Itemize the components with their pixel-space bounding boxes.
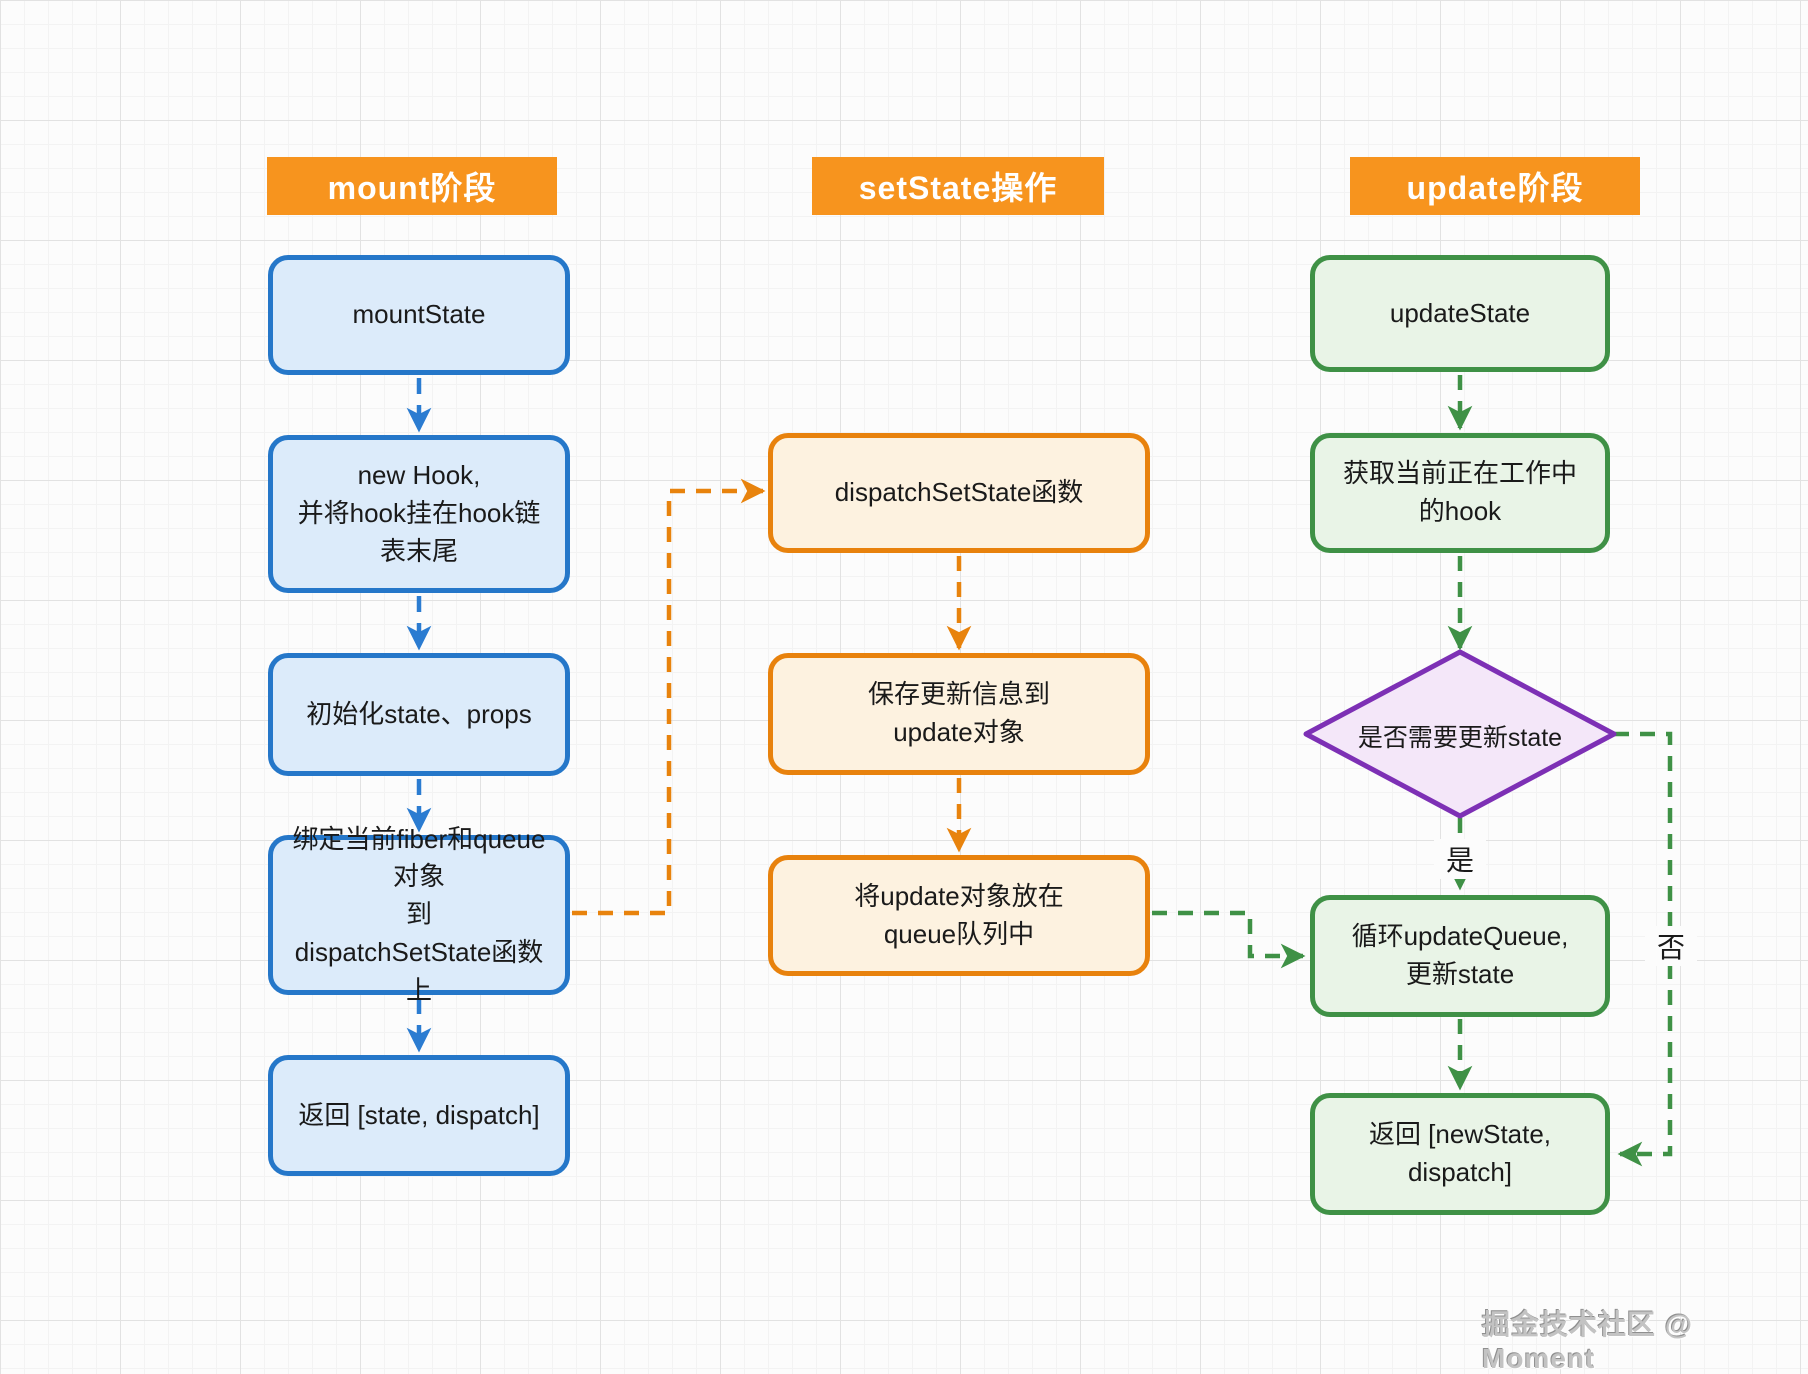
- node-save-update-info: 保存更新信息到 update对象: [768, 653, 1150, 775]
- edge-enqueue-to-loopupdatequeue: [1152, 910, 1306, 969]
- column-header-update: update阶段: [1350, 157, 1640, 215]
- node-updatestate: updateState: [1310, 255, 1610, 372]
- node-return-newstate-dispatch: 返回 [newState, dispatch]: [1310, 1093, 1610, 1215]
- node-mountstate: mountState: [268, 255, 570, 375]
- node-init-state: 初始化state、props: [268, 653, 570, 776]
- column-header-mount-label: mount阶段: [327, 170, 497, 206]
- edge-label-yes: 是: [1434, 839, 1486, 879]
- edge-bindfiber-to-dispatchsetstate: [572, 478, 766, 916]
- node-loop-updatequeue: 循环updateQueue, 更新state: [1310, 895, 1610, 1017]
- column-header-setstate-label: setState操作: [858, 170, 1058, 206]
- node-new-hook: new Hook, 并将hook挂在hook链 表末尾: [268, 435, 570, 593]
- column-header-mount: mount阶段: [267, 157, 557, 215]
- watermark: 掘金技术社区 @ Moment: [1482, 1309, 1694, 1374]
- node-get-current-hook: 获取当前正在工作中 的hook: [1310, 433, 1610, 553]
- node-return-state-dispatch: 返回 [state, dispatch]: [268, 1055, 570, 1176]
- column-header-update-label: update阶段: [1406, 170, 1584, 206]
- node-dispatchsetstate: dispatchSetState函数: [768, 433, 1150, 553]
- edge-label-no: 否: [1645, 926, 1697, 966]
- node-enqueue-update: 将update对象放在 queue队列中: [768, 855, 1150, 976]
- node-bind-fiber: 绑定当前fiber和queue对象 到 dispatchSetState函数上: [268, 824, 570, 1005]
- column-header-setstate: setState操作: [812, 157, 1104, 215]
- node-decision-need-update: 是否需要更新state: [1357, 724, 1563, 752]
